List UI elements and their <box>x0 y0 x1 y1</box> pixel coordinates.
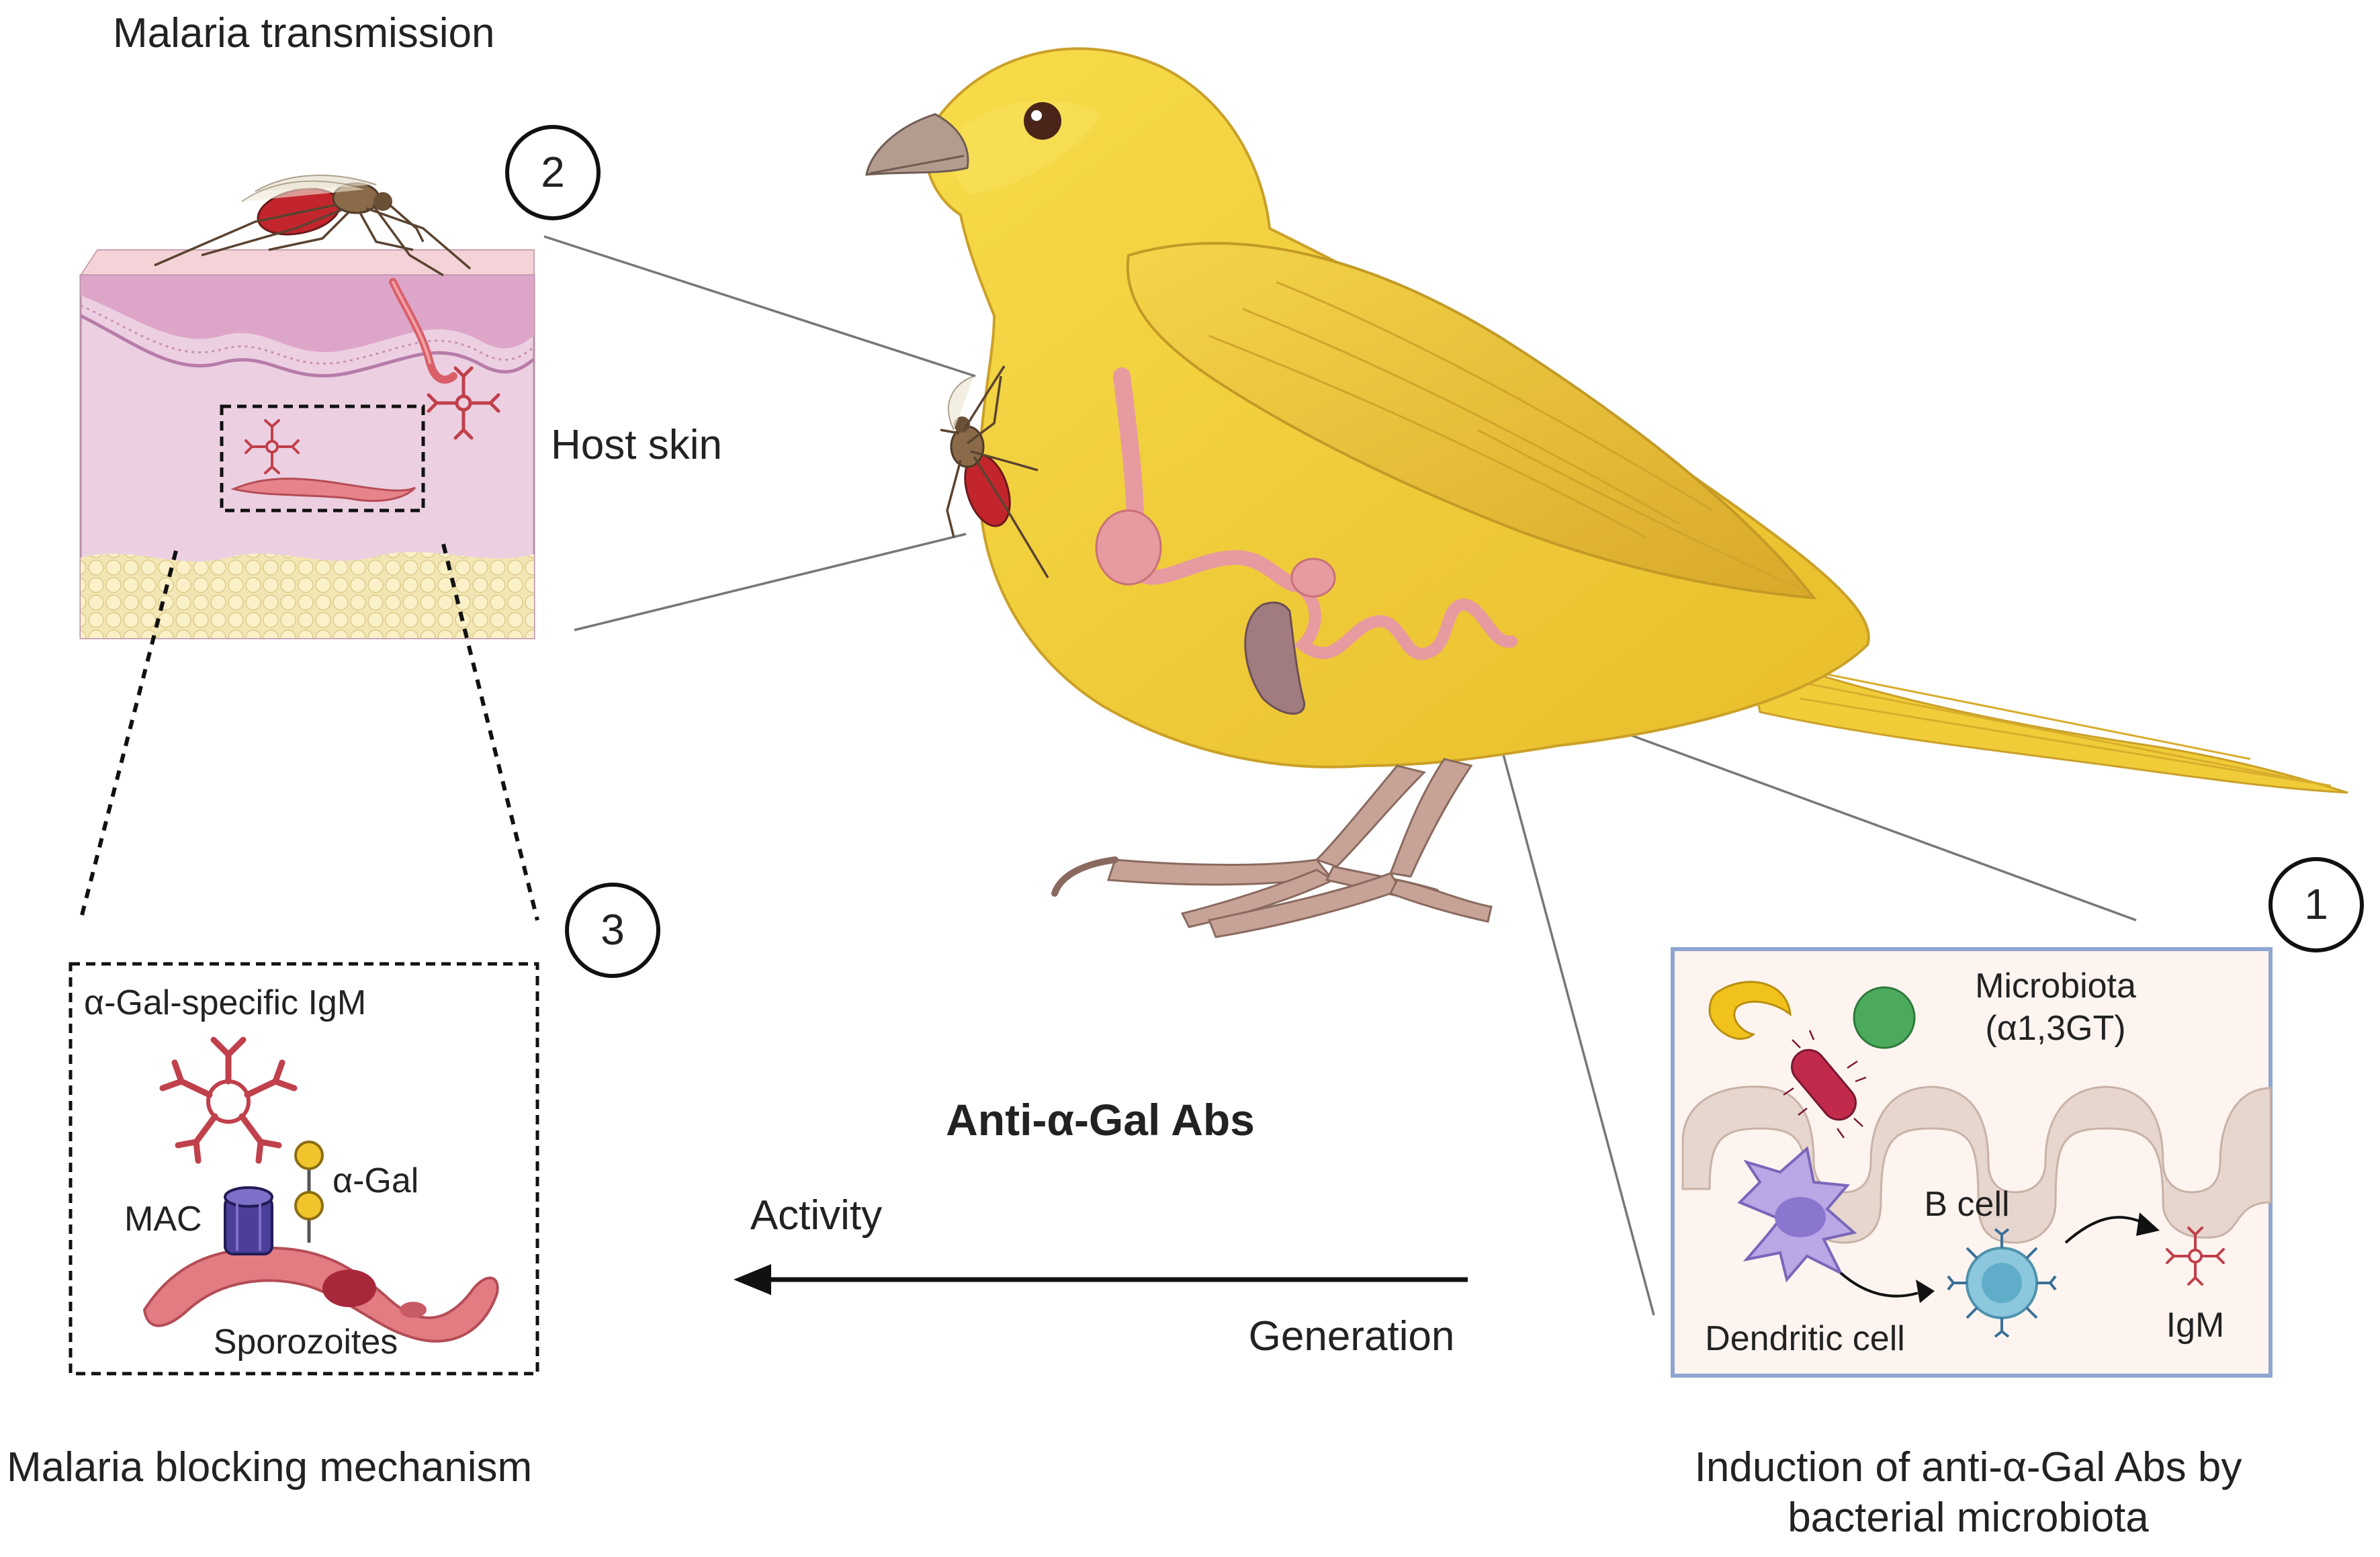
malaria-blocking-panel: α-Gal-specific IgM α-Gal MAC Sporozoites <box>69 962 539 1376</box>
step-number-2: 2 <box>541 148 565 196</box>
bacteria-rod-icon <box>1783 1030 1867 1139</box>
title-anti-agal-abs: Anti-α-Gal Abs <box>946 1095 1255 1145</box>
label-bcell: B cell <box>1924 1185 2009 1224</box>
step-number-3: 3 <box>601 905 625 954</box>
activity-arrow <box>734 1264 1468 1295</box>
label-sporozoites: Sporozoites <box>214 1323 398 1362</box>
step-circle-3: 3 <box>565 883 660 978</box>
agal-sugar-icon <box>294 1141 324 1170</box>
step-number-1: 1 <box>2304 880 2328 928</box>
mosquito-on-skin-icon <box>154 175 472 277</box>
step-circle-1: 1 <box>2268 857 2364 952</box>
title-induction-line2: bacterial microbiota <box>1788 1495 2149 1541</box>
label-agal-specific-igm: α-Gal-specific IgM <box>84 983 366 1022</box>
bcell-icon <box>1947 1228 2057 1338</box>
mac-pore-icon <box>224 1186 273 1255</box>
bacteria-green-icon <box>1853 986 1916 1049</box>
bird-gut <box>1113 367 1517 660</box>
label-agal: α-Gal <box>333 1161 418 1200</box>
title-malaria-transmission: Malaria transmission <box>113 10 495 56</box>
mosquito-on-bird-icon <box>940 365 1049 578</box>
sporozoite-shape <box>142 1246 499 1343</box>
host-skin-illustration <box>79 249 539 921</box>
microbiota-panel: Microbiota (α1,3GT) B cell <box>1671 947 2273 1378</box>
bird-liver <box>1244 601 1306 715</box>
label-host-skin: Host skin <box>551 422 722 468</box>
bacteria-yellow-icon <box>1708 981 1792 1040</box>
label-dendritic-cell: Dendritic cell <box>1705 1319 1905 1358</box>
label-generation: Generation <box>1249 1313 1455 1360</box>
label-a13gt: (α1,3GT) <box>1985 1009 2125 1048</box>
label-mac: MAC <box>124 1200 202 1239</box>
canary-bird-illustration <box>865 47 2348 938</box>
label-activity: Activity <box>750 1192 882 1239</box>
igm-pentamer-icon <box>159 1036 298 1164</box>
title-induction-line1: Induction of anti-α-Gal Abs by <box>1695 1444 2242 1491</box>
bird-legs <box>1051 758 1493 938</box>
zoom-region-box <box>220 404 425 513</box>
step-circle-2: 2 <box>505 125 601 220</box>
label-microbiota: Microbiota <box>1975 967 2136 1006</box>
igm-icon <box>2166 1227 2225 1286</box>
igm-small-icon <box>427 366 500 440</box>
title-malaria-blocking: Malaria blocking mechanism <box>7 1444 532 1491</box>
bird-eye <box>1024 102 1061 140</box>
label-igm: IgM <box>2166 1306 2225 1345</box>
